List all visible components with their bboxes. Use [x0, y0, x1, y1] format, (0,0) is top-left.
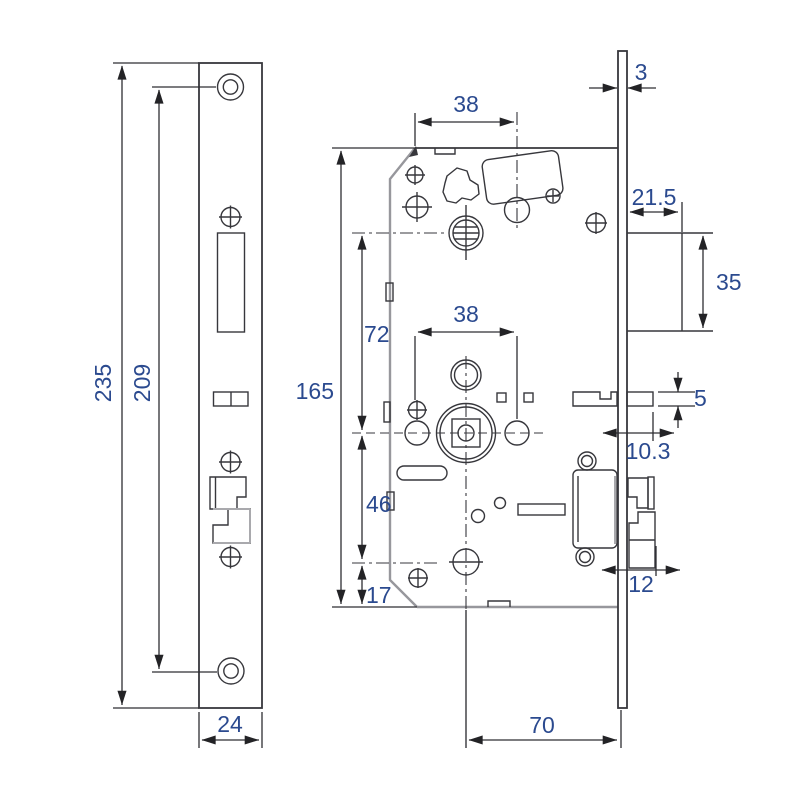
dim-backset-label: 70	[529, 712, 555, 738]
upper-right-hole	[503, 196, 531, 224]
cam-plate	[442, 167, 480, 204]
phillips-screw-icon	[408, 568, 428, 588]
top-screw-hole	[216, 73, 245, 101]
phillips-screw-icon	[219, 205, 242, 229]
phillips-screw-icon	[219, 450, 242, 474]
bottom-screw-hole	[217, 657, 245, 685]
dim-screw-spacing-label: 209	[129, 364, 155, 402]
dim-forend-thickness-label: 3	[635, 59, 648, 85]
upper-fixing-hole	[402, 192, 432, 222]
phillips-screw-icon	[407, 400, 427, 420]
phillips-screw-icon	[585, 212, 607, 234]
front-faceplate-view	[198, 62, 263, 709]
dim-lower-hole-to-bottom-label: 17	[366, 582, 392, 608]
faceplate-outline	[198, 62, 263, 709]
strike-step-lower	[628, 511, 656, 569]
dim-latch-projection: 10.3	[602, 412, 674, 464]
edge-slot	[386, 491, 395, 511]
case-outline	[388, 147, 418, 608]
dim-lower-hole-to-bottom: 17	[357, 565, 392, 608]
dim-latch-height-label: 5	[694, 385, 707, 411]
small-square-port	[496, 392, 507, 403]
dim-top-span: 38	[414, 91, 514, 146]
dim-deadbolt-projection: 12	[601, 546, 680, 597]
dim-cylinder-inset: 21.5	[629, 184, 683, 232]
slide-slot	[517, 503, 566, 516]
forend-strip	[617, 50, 628, 709]
dim-hub-span: 38	[414, 301, 518, 419]
dim-case-height: 165	[296, 147, 417, 608]
chamfer-tick	[409, 146, 418, 157]
small-square-port	[523, 392, 534, 403]
dim-case-height-label: 165	[296, 378, 334, 404]
dim-spring-to-hub: 72	[357, 235, 390, 430]
latch-bolt	[572, 391, 654, 407]
dim-backset: 70	[468, 710, 622, 748]
small-hole	[470, 508, 486, 524]
top-notch	[434, 148, 456, 155]
oval-slot	[396, 465, 448, 481]
dim-plate-width: 24	[198, 711, 263, 748]
dim-plate-height-label: 235	[90, 364, 116, 402]
spring-adjuster	[448, 205, 484, 260]
dim-screw-spacing: 209	[129, 86, 217, 673]
deadbolt-cutout	[209, 476, 251, 544]
dim-cylinder-height-label: 35	[716, 269, 742, 295]
dim-latch-height: 5	[658, 372, 707, 428]
phillips-screw-icon	[219, 545, 242, 569]
dim-deadbolt-projection-label: 12	[628, 571, 654, 597]
strike-step-upper	[627, 476, 655, 510]
dim-hub-to-lower-hole: 46	[357, 435, 392, 559]
edge-slot	[383, 401, 391, 423]
cylinder-housing-profile	[627, 232, 713, 332]
bottom-notch	[487, 600, 511, 607]
dim-forend-thickness: 3	[589, 59, 656, 93]
dim-hub-span-label: 38	[453, 301, 479, 327]
lock-case-view	[352, 50, 713, 748]
dim-latch-projection-label: 10.3	[626, 438, 671, 464]
latch-window	[216, 232, 246, 333]
deadbolt-block	[572, 451, 618, 567]
dim-hub-to-lower-hole-label: 46	[366, 491, 392, 517]
dim-plate-height: 235	[90, 62, 199, 709]
dim-spring-to-hub-label: 72	[364, 321, 390, 347]
bottom-fixing-hole	[449, 548, 483, 576]
small-hole	[493, 496, 507, 510]
edge-slot	[385, 282, 394, 302]
phillips-screw-icon	[405, 165, 425, 185]
dim-plate-width-label: 24	[217, 711, 243, 737]
auxiliary-window	[212, 391, 249, 407]
dim-cylinder-inset-label: 21.5	[632, 184, 677, 210]
dim-top-span-label: 38	[453, 91, 479, 117]
dim-cylinder-height: 35	[698, 235, 742, 328]
tilted-lever-plate	[481, 149, 564, 205]
